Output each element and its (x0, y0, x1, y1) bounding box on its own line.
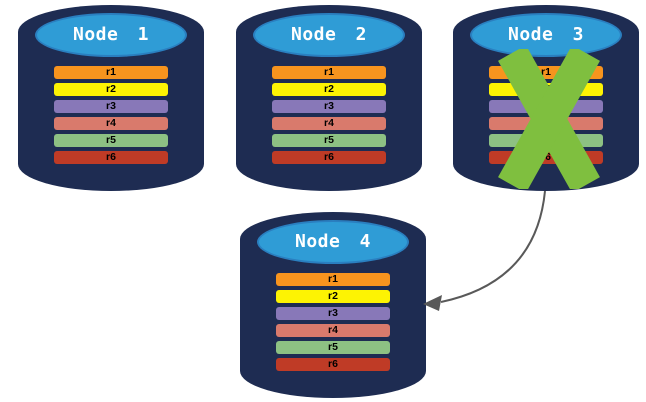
replica-bar-r2: r2 (489, 83, 603, 96)
replica-bar-r2: r2 (272, 83, 386, 96)
node-4-replicas: r1 r2 r3 r4 r5 r6 (276, 273, 390, 375)
replica-bar-r6: r6 (489, 151, 603, 164)
replica-bar-r5: r5 (272, 134, 386, 147)
replica-bar-r4: r4 (54, 117, 168, 130)
replica-bar-r4: r4 (272, 117, 386, 130)
replica-bar-r5: r5 (489, 134, 603, 147)
replica-bar-r6: r6 (276, 358, 390, 371)
replica-bar-r3: r3 (276, 307, 390, 320)
replica-bar-r1: r1 (276, 273, 390, 286)
node-2: Node 2 r1 r2 r3 r4 r5 r6 (236, 5, 422, 191)
node-3: Node 3 r1 r2 r3 r4 r5 r6 (453, 5, 639, 191)
replica-bar-r1: r1 (54, 66, 168, 79)
replica-bar-r1: r1 (489, 66, 603, 79)
node-2-label: Node 2 (290, 24, 368, 45)
node-1-replicas: r1 r2 r3 r4 r5 r6 (54, 66, 168, 168)
replica-bar-r2: r2 (54, 83, 168, 96)
replica-bar-r6: r6 (272, 151, 386, 164)
cylinder-top-face (257, 220, 409, 264)
replica-bar-r6: r6 (54, 151, 168, 164)
replica-bar-r3: r3 (489, 100, 603, 113)
replica-bar-r4: r4 (489, 117, 603, 130)
node-2-replicas: r1 r2 r3 r4 r5 r6 (272, 66, 386, 168)
node-1: Node 1 r1 r2 r3 r4 r5 r6 (18, 5, 204, 191)
replica-bar-r3: r3 (272, 100, 386, 113)
replica-bar-r1: r1 (272, 66, 386, 79)
replica-bar-r4: r4 (276, 324, 390, 337)
cylinder-top-face (253, 13, 405, 57)
replica-bar-r3: r3 (54, 100, 168, 113)
cylinder-top-face (35, 13, 187, 57)
replica-bar-r5: r5 (54, 134, 168, 147)
node-1-label: Node 1 (72, 24, 150, 45)
replica-bar-r5: r5 (276, 341, 390, 354)
node-3-replicas: r1 r2 r3 r4 r5 r6 (489, 66, 603, 168)
replica-bar-r2: r2 (276, 290, 390, 303)
failover-arrow-path (440, 190, 546, 303)
node-4: Node 4 r1 r2 r3 r4 r5 r6 (240, 212, 426, 398)
node-4-label: Node 4 (294, 231, 372, 252)
node-3-label: Node 3 (507, 24, 585, 45)
